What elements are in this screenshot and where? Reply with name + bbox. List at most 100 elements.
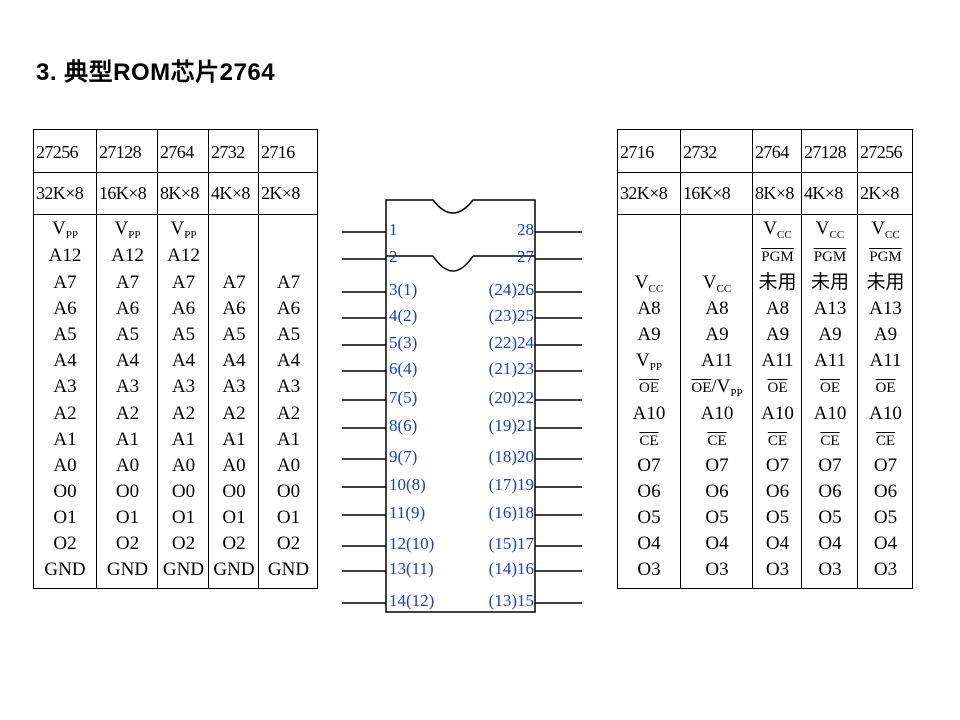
chip-pin-label-right: (24)26 [488,280,534,299]
pin-name: O4 [873,533,898,554]
pin-name: VCC [815,218,845,242]
pin-name: A13 [869,298,902,319]
pin-name: A4 [276,350,301,371]
pin-name: O3 [637,559,661,580]
chip-pin-label-left: 9(7) [389,447,418,466]
pin-name [681,246,753,266]
pin-name: O7 [765,455,790,476]
pin-name: A5 [171,324,196,345]
pin-name: A6 [53,298,77,319]
pin-name [681,219,753,239]
chip-pin-label-right: (14)16 [488,559,534,578]
chip-pin-label-left: 1 [389,220,398,239]
pin-name [618,246,680,266]
pin-name: O4 [705,533,729,554]
chip-pin-label-left: 4(2) [389,306,418,325]
right-header-divider [618,172,912,173]
pin-name: O2 [115,533,140,554]
pin-name: A0 [276,455,301,476]
pin-name: A10 [761,403,794,424]
pin-name: A4 [171,350,196,371]
left-header-divider [34,214,317,215]
chip-size: 4K×8 [211,183,250,203]
pin-name: A8 [637,298,661,319]
pin-name: O1 [53,507,77,528]
pin-name: O5 [637,507,661,528]
pin-name: A9 [637,324,661,345]
pin-name: GND [162,559,205,580]
pin-name: A3 [53,376,77,397]
pin-name: O3 [705,559,729,580]
pin-name: A9 [765,324,790,345]
pin-name: 未用 [758,272,797,293]
pin-name: O2 [276,533,301,554]
pin-name: O4 [637,533,661,554]
pin-name: VCC [634,272,664,296]
pin-name: CE [639,433,659,449]
pin-name: CE [707,433,727,449]
pin-name: A5 [53,324,77,345]
chip-size: 2K×8 [261,183,300,203]
pin-name: O5 [818,507,842,528]
pin-name: O6 [818,481,842,502]
chip-size: 16K×8 [99,183,147,203]
chip-name: 2764 [755,142,789,162]
chip-diagram [342,199,582,613]
pin-name: GND [106,559,149,580]
pin-name: A10 [869,403,902,424]
pin-name: A9 [873,324,898,345]
chip-pin-label-right: (23)25 [488,306,534,325]
chip-pin-label-right: (19)21 [488,416,534,435]
pin-name: A4 [53,350,77,371]
pin-name: O4 [818,533,842,554]
pin-name: O1 [276,507,301,528]
chip-name: 27128 [99,142,142,162]
chip-pin-label-left: 12(10) [389,534,435,553]
pin-name: A0 [171,455,196,476]
left-header-divider [34,172,317,173]
pin-name: O0 [276,481,301,502]
chip-pin-label-right: (18)20 [488,447,534,466]
pin-name: O0 [115,481,140,502]
pin-name: A5 [222,324,246,345]
pin-name: O1 [115,507,140,528]
chip-pin-label-right: 28 [517,220,534,239]
pin-name: A2 [53,403,77,424]
pin-name [618,219,680,239]
pin-name: O5 [873,507,898,528]
chip-name: 2732 [683,142,717,162]
chip-size: 8K×8 [160,183,199,203]
chip-pin-label-left: 3(1) [389,280,418,299]
pin-name: VCC [763,218,792,242]
pin-name: A5 [115,324,140,345]
pin-name: GND [213,559,255,580]
pin-name: O0 [222,481,246,502]
chip-name: 27256 [860,142,903,162]
pin-name: O7 [873,455,898,476]
pin-name: A1 [53,429,77,450]
chip-pin-label-left: 8(6) [389,416,418,435]
chip-name: 2716 [261,142,295,162]
pin-name: A7 [171,272,196,293]
pin-name: A3 [171,376,196,397]
pin-name: O5 [765,507,790,528]
pin-name: A7 [276,272,301,293]
chip-pin-label-right: 27 [517,247,534,266]
pin-name: A7 [222,272,246,293]
pin-name: O6 [705,481,729,502]
chip-pin-label-right: (21)23 [488,359,534,378]
pin-name: A1 [276,429,301,450]
pin-name: A10 [632,403,666,424]
pin-name: A10 [700,403,734,424]
pin-name: PGM [869,249,902,265]
chip-pin-label-left: 6(4) [389,359,418,378]
pin-name: A2 [115,403,140,424]
